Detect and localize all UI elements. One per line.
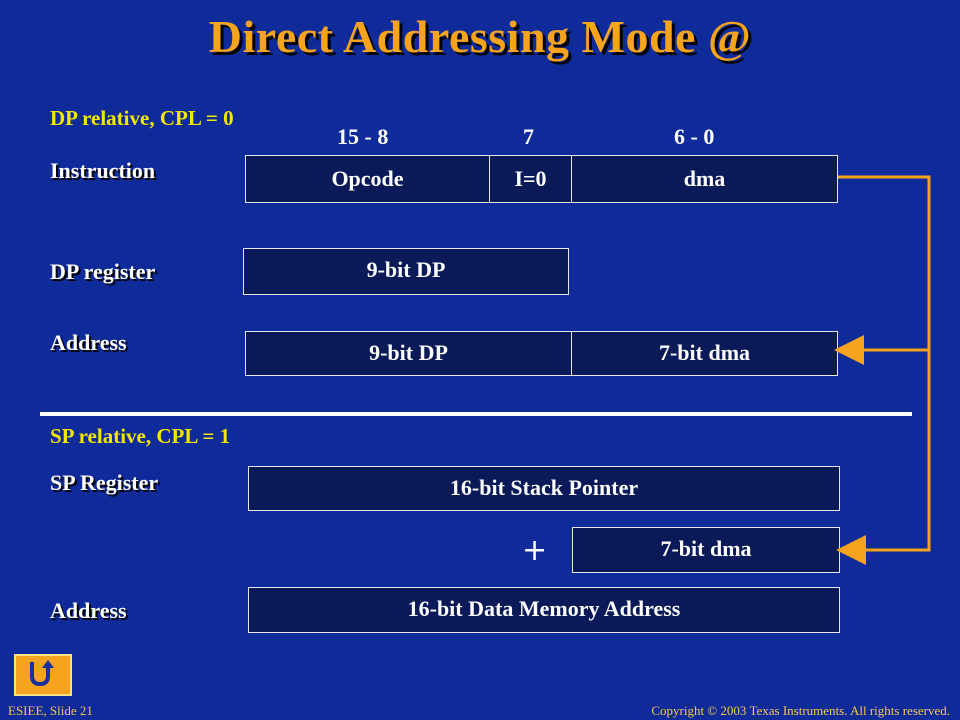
plus-sign: + [522,533,548,568]
bit-range-low: 6 - 0 [674,124,715,149]
dma-to-address-arrow [834,175,931,365]
slide-title: Direct Addressing Mode @ [208,11,752,62]
sp-register-label: SP Register [50,470,159,495]
home-button[interactable] [14,654,72,696]
bit-range-high: 15 - 8 [337,124,389,149]
instruction-label: Instruction [50,158,156,183]
copyright-notice: Copyright © 2003 Texas Instruments. All … [651,703,950,718]
i-bit-field: I=0 [489,155,572,203]
dp-register-field: 9-bit DP [243,248,569,295]
sp-section-heading: SP relative, CPL = 1 [50,424,231,448]
section-divider [40,412,912,416]
dma-to-sp-dma-arrow [836,350,931,565]
data-memory-address-field: 16-bit Data Memory Address [248,587,840,633]
dp-register-label: DP register [50,259,156,284]
u-turn-arrow-icon [26,658,60,693]
sp-dma-field: 7-bit dma [572,527,840,573]
slide-number: ESIEE, Slide 21 [8,703,93,718]
dp-address-dp-field: 9-bit DP [245,331,572,376]
stack-pointer-field: 16-bit Stack Pointer [248,466,840,511]
opcode-field: Opcode [245,155,490,203]
dma-field: dma [571,155,838,203]
bit-range-i: 7 [523,124,534,149]
dp-section-heading: DP relative, CPL = 0 [50,106,234,130]
dp-address-label: Address [50,330,127,355]
sp-address-label: Address [50,598,127,623]
dp-address-dma-field: 7-bit dma [571,331,838,376]
